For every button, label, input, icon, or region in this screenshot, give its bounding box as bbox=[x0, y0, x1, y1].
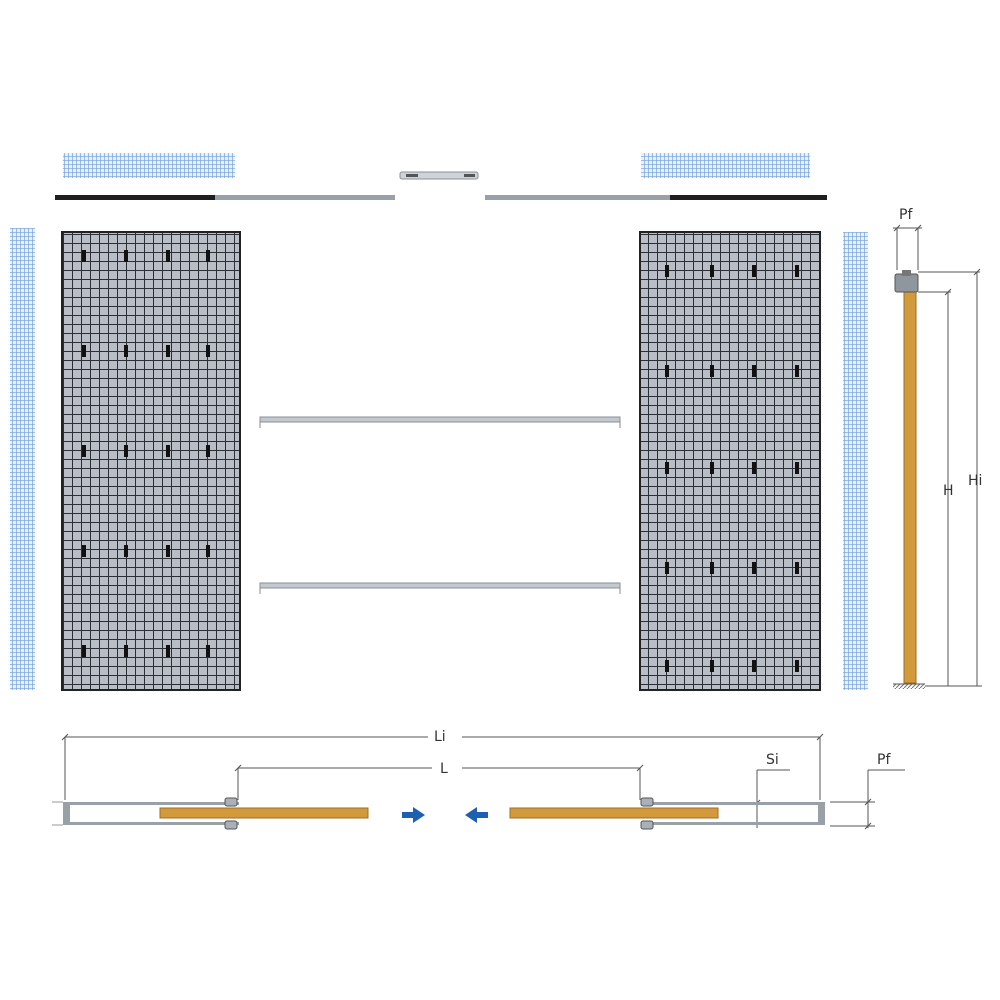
dimension-label-h: H bbox=[943, 483, 954, 499]
door-leaf-right bbox=[509, 807, 719, 819]
plan-section: Li L Si Pf bbox=[52, 729, 905, 830]
vertical-section: Pf Hi H bbox=[893, 207, 982, 689]
dimension-label-li: Li bbox=[434, 729, 446, 745]
arrow-left-icon bbox=[465, 807, 488, 823]
dimension-label-l: L bbox=[440, 761, 448, 777]
pocket-cage-left bbox=[61, 231, 241, 691]
dimension-label-pf-bottom: Pf bbox=[877, 752, 891, 768]
mesh-strip-right bbox=[843, 232, 868, 690]
top-rail-left bbox=[55, 195, 395, 200]
pocket-frame-left bbox=[52, 797, 239, 830]
cross-bar-lower bbox=[259, 582, 621, 594]
pocket-cage-right bbox=[639, 231, 821, 691]
door-leaf-left bbox=[159, 807, 369, 819]
pocket-frame-right bbox=[640, 797, 825, 830]
dimension-label-pf-top: Pf bbox=[899, 207, 913, 223]
mesh-panel-top-right bbox=[641, 153, 810, 178]
rail-connector-bracket bbox=[399, 171, 479, 180]
arrow-right-icon bbox=[402, 807, 425, 823]
dimension-label-si: Si bbox=[766, 752, 779, 768]
dimension-label-hi: Hi bbox=[968, 473, 982, 489]
mesh-panel-top-left bbox=[63, 153, 235, 178]
top-rail-right bbox=[485, 195, 827, 200]
cross-bar-upper bbox=[259, 416, 621, 428]
mesh-strip-left bbox=[10, 228, 35, 690]
